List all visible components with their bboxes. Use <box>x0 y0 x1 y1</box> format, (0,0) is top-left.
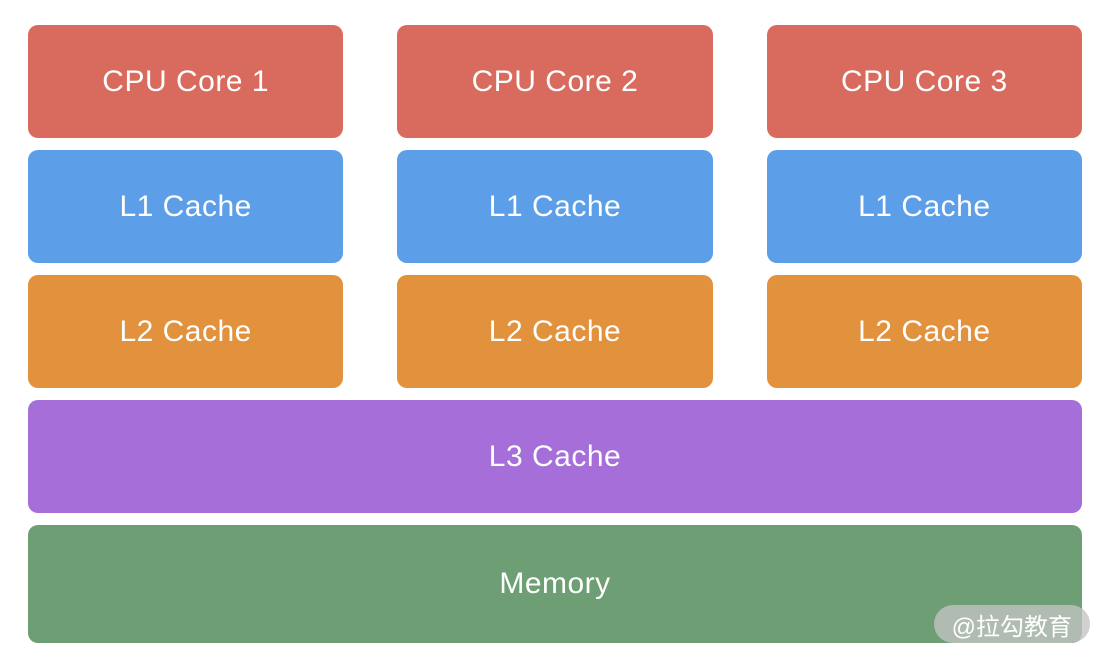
watermark-badge: @拉勾教育 <box>933 605 1090 643</box>
l1-cache-core1-box: L1 Cache <box>28 150 344 263</box>
cpu-core-2-box: CPU Core 2 <box>397 25 713 138</box>
cpu-core-3-box: CPU Core 3 <box>766 25 1082 138</box>
l1-cache-core3-box: L1 Cache <box>766 150 1082 263</box>
diagram-grid: CPU Core 1 CPU Core 2 CPU Core 3 L1 Cach… <box>28 25 1082 643</box>
l3-cache-shared-box: L3 Cache <box>28 400 1082 513</box>
memory-box: Memory <box>28 525 1082 643</box>
l1-cache-core2-box: L1 Cache <box>397 150 713 263</box>
l2-cache-core3-box: L2 Cache <box>766 275 1082 388</box>
l2-cache-core1-box: L2 Cache <box>28 275 344 388</box>
l2-cache-core2-box: L2 Cache <box>397 275 713 388</box>
cpu-core-1-box: CPU Core 1 <box>28 25 344 138</box>
